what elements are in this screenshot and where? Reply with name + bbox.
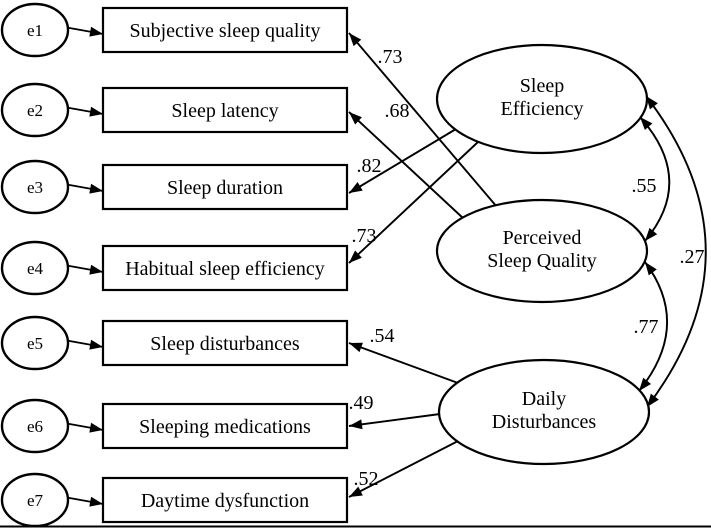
error-arrow-e3 bbox=[63, 183, 104, 194]
factor-ellipse-daily-disturbances bbox=[437, 358, 651, 466]
factor-label-sleep-efficiency-line1: Sleep bbox=[520, 75, 564, 97]
factor-labels: Sleep Efficiency Perceived Sleep Quality… bbox=[487, 75, 596, 433]
factor-label-daily-disturbances-line2: Disturbances bbox=[492, 411, 597, 433]
indicator-label-sleep-duration: Sleep duration bbox=[167, 177, 283, 199]
error-arrow-e6 bbox=[63, 422, 104, 433]
loading-arrow-sleep-duration bbox=[348, 128, 457, 194]
indicator-label-sleeping-medications: Sleeping medications bbox=[139, 416, 311, 438]
error-arrow-e4 bbox=[63, 264, 104, 275]
factor-ellipses bbox=[435, 43, 651, 466]
error-ellipse-e2 bbox=[0, 82, 70, 138]
covariance-labels: .55 .77 .27 bbox=[632, 175, 705, 338]
error-arrow-e2 bbox=[63, 106, 104, 117]
error-arrows bbox=[63, 26, 104, 507]
factor-label-perceived-sleep-quality-line2: Sleep Quality bbox=[487, 250, 596, 272]
covariance-value-psq-dd: .77 bbox=[634, 316, 659, 338]
covariance-path-sleep-efficiency-daily-disturbances bbox=[645, 95, 707, 408]
indicator-box-sleep-latency bbox=[101, 86, 349, 134]
factor-ellipse-perceived-sleep-quality bbox=[435, 198, 649, 304]
loading-arrows bbox=[348, 32, 498, 498]
loading-value-habitual-sleep-efficiency: .73 bbox=[352, 225, 377, 247]
indicator-box-sleep-disturbances bbox=[101, 319, 349, 367]
indicator-box-sleep-duration bbox=[101, 163, 349, 211]
factor-ellipse-sleep-efficiency bbox=[435, 43, 649, 155]
factor-label-perceived-sleep-quality-line1: Perceived bbox=[503, 227, 582, 249]
loading-labels: .73 .68 .82 .73 .54 .49 .52 bbox=[349, 46, 410, 490]
error-ellipse-e3 bbox=[0, 159, 70, 215]
covariance-value-se-psq: .55 bbox=[632, 175, 657, 197]
error-label-e5: e5 bbox=[27, 334, 43, 353]
error-label-e4: e4 bbox=[27, 259, 44, 278]
indicator-label-subjective-sleep-quality: Subjective sleep quality bbox=[129, 20, 320, 42]
loading-value-sleep-duration: .82 bbox=[357, 155, 382, 177]
loading-arrow-subjective-sleep-quality bbox=[348, 32, 498, 208]
factor-label-sleep-efficiency-line2: Efficiency bbox=[501, 98, 584, 120]
loading-arrow-sleeping-medications bbox=[348, 413, 441, 430]
error-labels: e1 e2 e3 e4 e5 e6 e7 bbox=[27, 21, 44, 510]
loading-arrow-sleep-disturbances bbox=[348, 342, 459, 384]
error-label-e6: e6 bbox=[27, 417, 43, 436]
indicator-label-habitual-sleep-efficiency: Habitual sleep efficiency bbox=[125, 258, 325, 280]
error-label-e1: e1 bbox=[27, 21, 43, 40]
error-arrow-e7 bbox=[63, 496, 104, 507]
error-ellipse-e6 bbox=[0, 398, 70, 454]
indicator-boxes bbox=[101, 6, 349, 524]
indicator-labels: Subjective sleep quality Sleep latency S… bbox=[125, 20, 325, 512]
error-label-e7: e7 bbox=[27, 491, 44, 510]
loading-value-subjective-sleep-quality: .73 bbox=[378, 46, 403, 68]
error-ellipse-e7 bbox=[0, 472, 70, 528]
loading-arrow-sleep-latency bbox=[348, 111, 465, 220]
loading-value-sleep-disturbances: .54 bbox=[370, 325, 395, 347]
error-label-e3: e3 bbox=[27, 178, 43, 197]
loading-arrow-daytime-dysfunction bbox=[348, 439, 461, 498]
error-ellipse-e4 bbox=[0, 240, 70, 296]
indicator-box-sleeping-medications bbox=[101, 402, 349, 450]
covariance-arrows bbox=[638, 95, 707, 408]
loading-value-sleep-latency: .68 bbox=[385, 100, 410, 122]
indicator-label-sleep-latency: Sleep latency bbox=[171, 100, 278, 122]
indicator-box-subjective-sleep-quality bbox=[101, 6, 349, 54]
indicator-box-habitual-sleep-efficiency bbox=[101, 244, 349, 292]
error-ellipses bbox=[0, 2, 70, 528]
indicator-label-sleep-disturbances: Sleep disturbances bbox=[150, 333, 300, 355]
loading-value-sleeping-medications: .49 bbox=[349, 392, 374, 414]
error-ellipse-e1 bbox=[0, 2, 70, 58]
indicator-label-daytime-dysfunction: Daytime dysfunction bbox=[141, 490, 309, 512]
loading-arrow-habitual-sleep-efficiency bbox=[348, 141, 479, 264]
error-arrow-e1 bbox=[63, 26, 104, 37]
factor-label-daily-disturbances-line1: Daily bbox=[522, 388, 566, 410]
indicator-box-daytime-dysfunction bbox=[101, 476, 349, 524]
covariance-value-se-dd: .27 bbox=[680, 246, 705, 268]
error-label-e2: e2 bbox=[27, 101, 43, 120]
error-ellipse-e5 bbox=[0, 315, 70, 371]
loading-value-daytime-dysfunction: .52 bbox=[354, 468, 379, 490]
error-arrow-e5 bbox=[63, 339, 104, 350]
